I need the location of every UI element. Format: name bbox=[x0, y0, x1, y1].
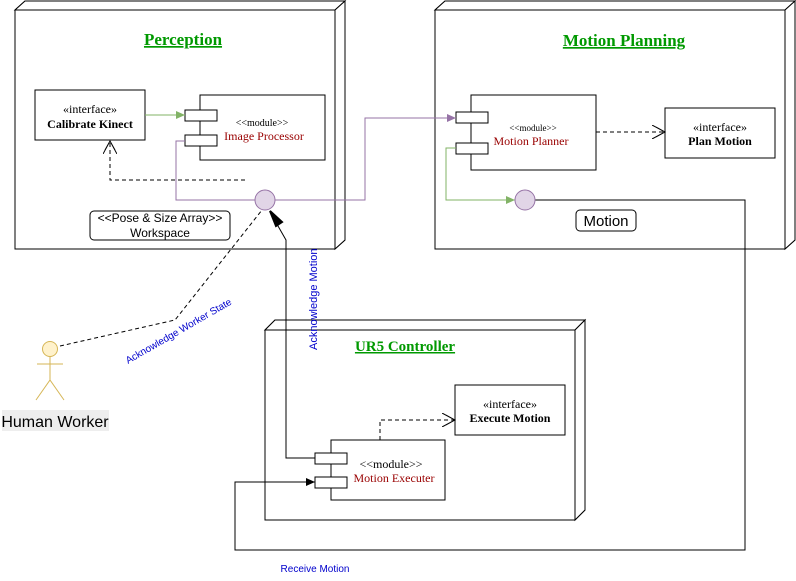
calibrate-kinect-stereotype: «interface» bbox=[63, 102, 117, 116]
acknowledge-motion-arrowhead bbox=[269, 210, 284, 228]
actor-head-icon bbox=[42, 341, 58, 357]
perception-provided-interface[interactable] bbox=[254, 189, 276, 211]
workspace-to-calibrate-dashed[interactable] bbox=[110, 141, 245, 181]
port-top bbox=[314, 452, 348, 465]
port-bottom bbox=[455, 142, 489, 155]
executer-to-execute-motion-dashed[interactable] bbox=[379, 420, 455, 440]
acknowledge-worker-state-link[interactable] bbox=[59, 209, 263, 347]
motion-label: Motion bbox=[583, 213, 628, 230]
motion-executer-name: Motion Executer bbox=[354, 471, 435, 485]
port-bottom bbox=[314, 476, 348, 489]
workspace-line2: Workspace bbox=[130, 226, 190, 240]
calibrate-kinect-interface[interactable]: «interface» Calibrate Kinect bbox=[34, 89, 146, 141]
port-top bbox=[455, 111, 489, 124]
motion-box[interactable]: Motion bbox=[575, 209, 637, 232]
motion-executer-module[interactable]: <<module>> Motion Executer bbox=[314, 439, 446, 501]
motion-planner-name: Motion Planner bbox=[494, 134, 569, 148]
workspace-box[interactable]: <<Pose & Size Array>> Workspace bbox=[89, 210, 231, 241]
port-top bbox=[184, 109, 218, 122]
acknowledge-motion-link[interactable] bbox=[269, 211, 315, 459]
image-processor-module[interactable]: <<module>> Image Processor bbox=[184, 94, 326, 161]
execute-motion-name: Execute Motion bbox=[470, 411, 551, 425]
plan-motion-name: Plan Motion bbox=[688, 134, 752, 148]
plan-motion-stereotype: «interface» bbox=[693, 120, 747, 134]
motion-planner-stereotype: <<module>> bbox=[509, 123, 556, 133]
image-processor-stereotype: <<module>> bbox=[236, 118, 289, 129]
motion-planning-provided-interface[interactable] bbox=[514, 189, 536, 211]
motion-executer-stereotype: <<module>> bbox=[359, 457, 422, 471]
acknowledge-motion-label: Acknowledge Motion bbox=[308, 248, 320, 350]
image-processor-name: Image Processor bbox=[224, 129, 304, 143]
motion-planner-module[interactable]: <<module>> Motion Planner bbox=[455, 94, 597, 171]
lollipop-to-planner-link[interactable] bbox=[275, 114, 456, 201]
receive-motion-label: Receive Motion bbox=[281, 564, 350, 575]
execute-motion-interface[interactable]: «interface» Execute Motion bbox=[454, 384, 566, 436]
port-bottom bbox=[184, 134, 218, 147]
perception-title: Perception bbox=[144, 30, 223, 49]
plan-motion-interface[interactable]: «interface» Plan Motion bbox=[664, 107, 776, 159]
acknowledge-worker-state-label: Acknowledge Worker State bbox=[124, 297, 234, 367]
receive-motion-link[interactable] bbox=[234, 199, 746, 551]
planner-to-motion-lollipop-link[interactable] bbox=[445, 147, 515, 204]
human-worker-label: Human Worker bbox=[1, 414, 109, 431]
ur5-controller-title: UR5 Controller bbox=[355, 339, 455, 355]
execute-motion-stereotype: «interface» bbox=[483, 397, 537, 411]
motion-planning-title: Motion Planning bbox=[563, 31, 686, 50]
processor-to-lollipop-link[interactable] bbox=[175, 140, 256, 201]
workspace-line1: <<Pose & Size Array>> bbox=[98, 211, 223, 225]
human-worker-actor[interactable]: Human Worker bbox=[1, 341, 109, 432]
calibrate-kinect-name: Calibrate Kinect bbox=[47, 117, 133, 131]
